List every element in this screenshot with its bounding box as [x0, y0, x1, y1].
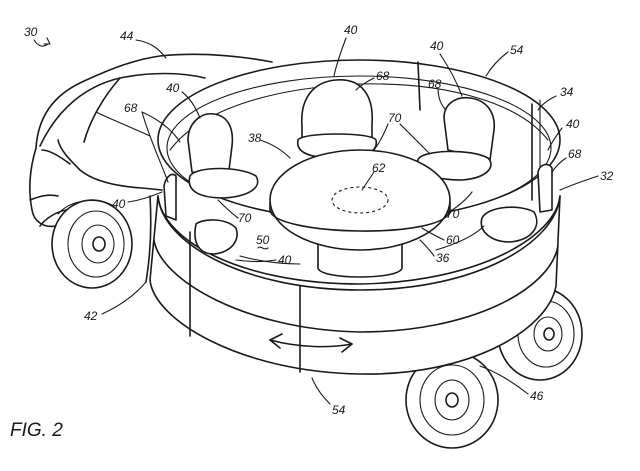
- ref-50: 50: [256, 233, 270, 247]
- ref-32: 32: [600, 169, 614, 183]
- ref-36: 36: [436, 251, 450, 265]
- leader-lines: [33, 37, 599, 405]
- ref-68-r: 68: [428, 77, 442, 91]
- ref-42: 42: [84, 309, 98, 323]
- ref-54-bot: 54: [332, 403, 346, 417]
- ref-44: 44: [120, 29, 134, 43]
- round-table: [269, 149, 451, 278]
- ref-46: 46: [530, 389, 544, 403]
- ref-62: 62: [372, 161, 386, 175]
- ref-40-left: 40: [166, 81, 180, 95]
- ref-30: 30: [24, 25, 38, 39]
- floor-details: [239, 225, 485, 265]
- ref-68-left: 68: [124, 101, 138, 115]
- rotation-arrow: [269, 333, 353, 353]
- front-wheel: [51, 199, 133, 289]
- ref-68-rr: 68: [568, 147, 582, 161]
- ref-70-r: 70: [446, 207, 460, 221]
- ref-34: 34: [560, 85, 574, 99]
- ref-70-l: 70: [238, 211, 252, 225]
- figure-caption: FIG. 2: [10, 420, 63, 441]
- ref-54-top: 54: [510, 43, 524, 57]
- ref-38: 38: [248, 131, 262, 145]
- vehicle-body: [29, 53, 273, 283]
- ref-40-r: 40: [566, 117, 580, 131]
- ref-40-top: 40: [344, 23, 358, 37]
- ref-40-bot: 40: [278, 253, 292, 267]
- ref-70-top: 70: [388, 111, 402, 125]
- ref-40-l2: 40: [112, 197, 126, 211]
- ref-60: 60: [446, 233, 460, 247]
- reference-numerals: 30 44 40 40 54 68 68 34 40 68 38 70 40 6…: [24, 23, 614, 417]
- ref-40-rtop: 40: [430, 39, 444, 53]
- ref-68-mid: 68: [376, 69, 390, 83]
